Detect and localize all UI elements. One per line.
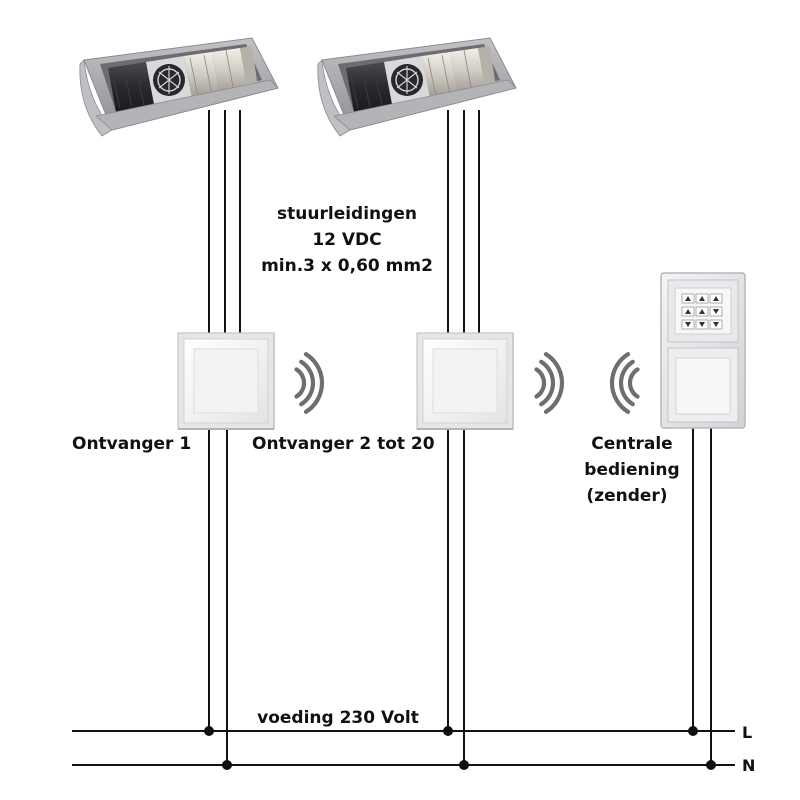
signal-arc xyxy=(543,352,565,414)
control-cable-voltage: 12 VDC xyxy=(312,230,381,250)
transmitter-label-line1: Centrale xyxy=(591,434,672,454)
receiver-1-label: Ontvanger 1 xyxy=(72,434,191,454)
signal-arcs-receiver-1 xyxy=(294,352,325,414)
supply-label: voeding 230 Volt xyxy=(257,708,419,728)
junction-dots xyxy=(204,726,716,770)
receiver-1 xyxy=(177,332,275,430)
junction-dot xyxy=(443,726,453,736)
control-cable-title: stuurleidingen xyxy=(277,204,417,224)
control-cable-spec: min.3 x 0,60 mm2 xyxy=(261,256,433,276)
rail-label-n: N xyxy=(742,756,755,775)
junction-dot xyxy=(204,726,214,736)
signal-arc xyxy=(627,367,640,399)
wireless-signals xyxy=(294,352,640,414)
ventilation-unit-1 xyxy=(79,37,279,137)
receiver-2 xyxy=(416,332,514,430)
control-cable-label: stuurleidingen 12 VDC min.3 x 0,60 mm2 xyxy=(261,204,433,276)
signal-arc xyxy=(539,359,556,407)
transmitter-label-line2: bediening xyxy=(584,460,679,480)
central-transmitter xyxy=(660,272,746,429)
junction-dot xyxy=(459,760,469,770)
wiring xyxy=(208,110,712,765)
receiver-2-label: Ontvanger 2 tot 20 xyxy=(252,434,435,454)
signal-arc xyxy=(534,367,547,399)
junction-dot xyxy=(688,726,698,736)
signal-arc xyxy=(609,352,631,414)
transmitter-buttons xyxy=(681,293,723,330)
signal-arcs-receiver-2 xyxy=(534,352,565,414)
signal-arc xyxy=(303,352,325,414)
ventilation-unit-2 xyxy=(317,37,517,137)
rail-label-l: L xyxy=(742,723,752,742)
junction-dot xyxy=(222,760,232,770)
signal-arcs-transmitter xyxy=(609,352,640,414)
signal-arc xyxy=(299,359,316,407)
junction-dot xyxy=(706,760,716,770)
supply-rails xyxy=(72,730,735,766)
transmitter-label: Centrale bediening (zender) xyxy=(584,434,679,506)
signal-arc xyxy=(294,367,307,399)
signal-arc xyxy=(618,359,635,407)
transmitter-label-line3: (zender) xyxy=(586,486,667,506)
